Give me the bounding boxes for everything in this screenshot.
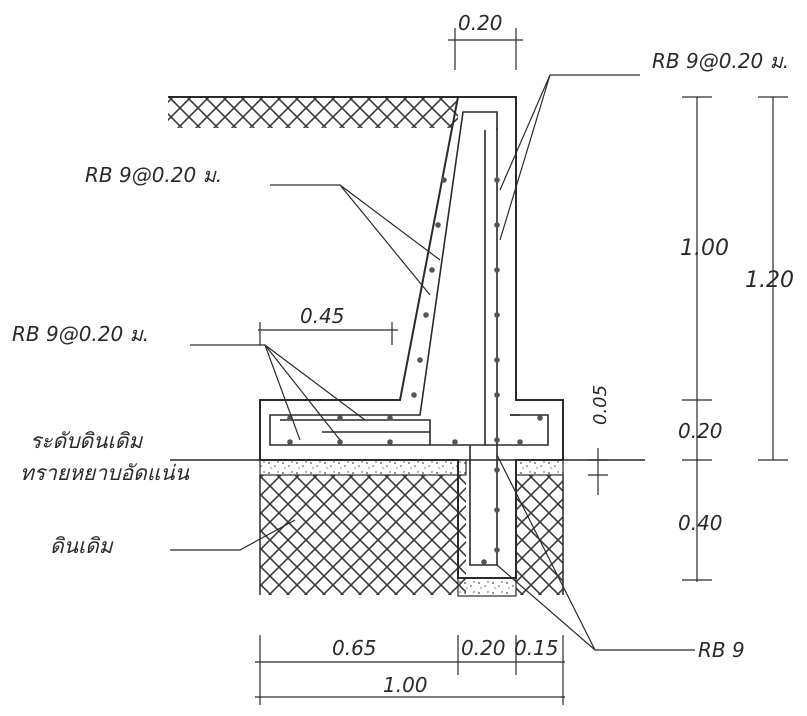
heel-top-width-dim: 0.45: [300, 304, 345, 328]
sand-thickness-dim: 0.05: [590, 385, 611, 425]
rebar-cage: [269, 111, 549, 566]
compacted-sand-label: ทรายหยาบอัดแน่น: [20, 461, 190, 485]
dimension-lines: [255, 28, 788, 705]
rebar-key-label: RB 9: [698, 638, 745, 662]
base-thickness-dim: 0.20: [678, 419, 723, 443]
leader-lines: [170, 74, 695, 651]
stem-height-dim: 1.00: [680, 236, 729, 261]
key-depth-dim: 0.40: [678, 511, 723, 535]
top-width-dim: 0.20: [458, 11, 503, 35]
original-ground-label: ระดับดินเดิม: [30, 429, 143, 453]
retaining-wall-outline: [259, 96, 564, 579]
rebar-heel-label: RB 9@0.20 ม.: [85, 163, 222, 187]
rebar-toe-label: RB 9@0.20 ม.: [12, 322, 149, 346]
original-soil-label: ดินเดิม: [50, 534, 114, 558]
heel-width-dim: 0.65: [332, 636, 377, 660]
backfill-soil-hatch: [168, 96, 458, 128]
total-height-dim: 1.20: [745, 268, 794, 293]
toe-width-dim: 0.15: [514, 636, 559, 660]
key-width-dim: 0.20: [461, 636, 506, 660]
total-width-dim: 1.00: [383, 673, 428, 697]
rebar-dots: [287, 177, 543, 565]
rebar-stem-label: RB 9@0.20 ม.: [652, 49, 789, 73]
foundation-soil-hatch: [259, 475, 564, 595]
